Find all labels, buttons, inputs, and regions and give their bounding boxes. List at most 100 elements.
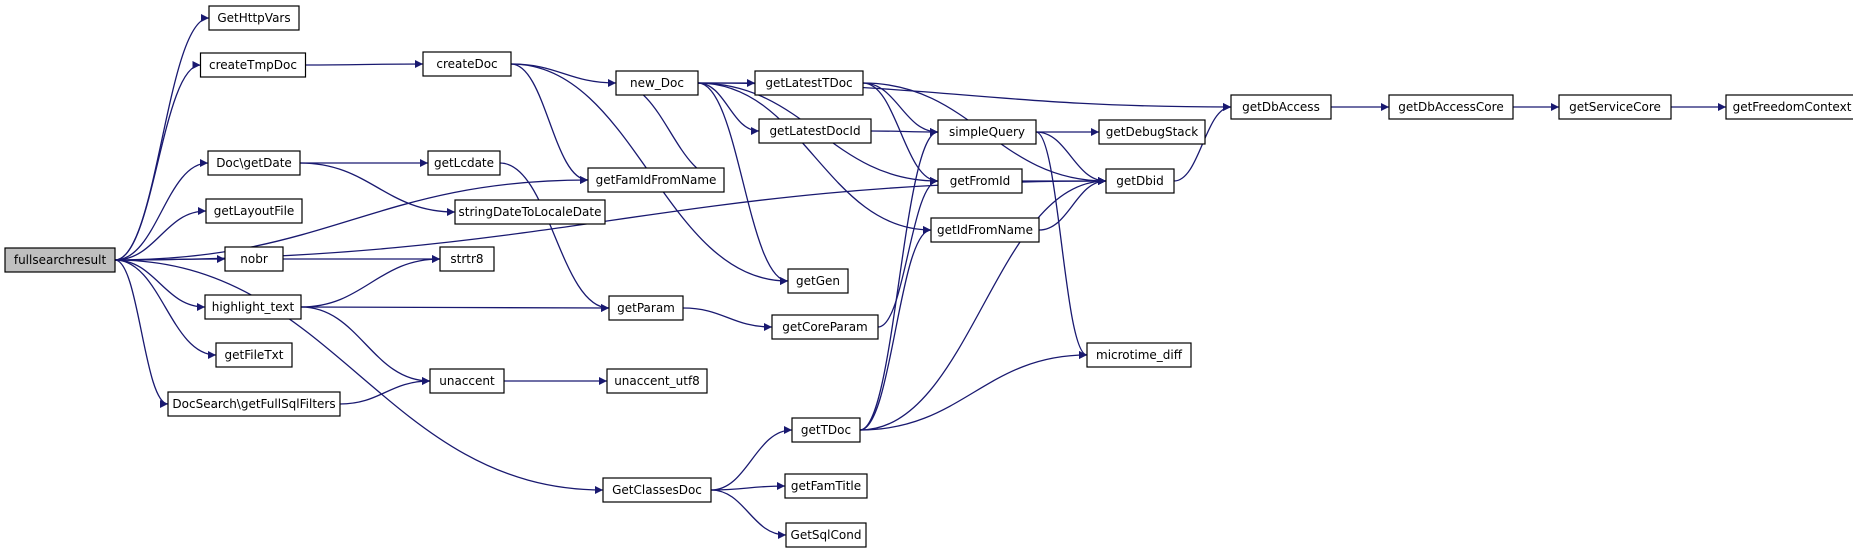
node-getfamidfromname[interactable]: getFamIdFromName bbox=[587, 167, 725, 193]
node-box bbox=[429, 368, 505, 394]
node-label: Doc\getDate bbox=[216, 156, 292, 170]
node-label: strtr8 bbox=[450, 252, 483, 266]
node-label: getLcdate bbox=[434, 156, 494, 170]
node-getlatestdocid[interactable]: getLatestDocId bbox=[758, 118, 872, 144]
node-strtr8[interactable]: strtr8 bbox=[439, 246, 495, 272]
nodes-layer: fullsearchresult GetHttpVars createTmpDoc c… bbox=[4, 5, 1853, 548]
node-gethttpvars[interactable]: GetHttpVars bbox=[208, 5, 300, 31]
edge-getclassesdoc-to-gettdoc bbox=[710, 426, 793, 491]
node-doc-getdate[interactable]: Doc\getDate bbox=[207, 150, 301, 176]
node-box bbox=[608, 295, 684, 321]
node-docsearch-getfullsqlfilters[interactable]: DocSearch\getFullSqlFilters bbox=[167, 391, 341, 417]
node-label: GetHttpVars bbox=[217, 11, 290, 25]
node-unaccent-utf8[interactable]: unaccent_utf8 bbox=[606, 368, 708, 394]
node-box bbox=[1725, 94, 1853, 120]
node-getidfromname[interactable]: getIdFromName bbox=[930, 217, 1040, 243]
edge-gettdoc-to-simplequery bbox=[859, 128, 939, 431]
node-getdbaccesscore[interactable]: getDbAccessCore bbox=[1388, 94, 1514, 120]
node-box bbox=[167, 391, 341, 417]
node-label: getServiceCore bbox=[1569, 100, 1661, 114]
node-label: new_Doc bbox=[630, 76, 684, 90]
node-box bbox=[602, 477, 712, 503]
node-highlight-text[interactable]: highlight_text bbox=[204, 294, 302, 320]
edge-doc-getdate-to-stringdatetolocaledate bbox=[299, 162, 456, 216]
node-label: getTDoc bbox=[801, 423, 851, 437]
edge-getcoreparam-to-getfromid bbox=[877, 177, 939, 328]
node-box bbox=[208, 5, 300, 31]
node-getcoreparam[interactable]: getCoreParam bbox=[771, 314, 879, 340]
edge-fullsearchresult-to-doc-getdate bbox=[114, 159, 209, 261]
node-box bbox=[930, 217, 1040, 243]
node-label: getIdFromName bbox=[937, 223, 1033, 237]
node-label: getParam bbox=[617, 301, 675, 315]
node-getlayoutfile[interactable]: getLayoutFile bbox=[205, 198, 303, 224]
node-box bbox=[199, 52, 307, 78]
node-getsqlcond[interactable]: GetSqlCond bbox=[785, 522, 867, 548]
node-box bbox=[4, 247, 116, 273]
edge-getlcdate-to-getparam bbox=[499, 162, 610, 312]
node-box bbox=[754, 70, 864, 96]
edge-getlatesttdoc-to-simplequery bbox=[862, 82, 939, 136]
node-label: getFamIdFromName bbox=[596, 173, 717, 187]
node-getservicecore[interactable]: getServiceCore bbox=[1558, 94, 1672, 120]
node-label: getFreedomContext bbox=[1733, 100, 1852, 114]
node-getdbid[interactable]: getDbid bbox=[1105, 168, 1175, 194]
node-box bbox=[1388, 94, 1514, 120]
node-box bbox=[422, 51, 512, 77]
node-box bbox=[606, 368, 708, 394]
node-fullsearchresult[interactable]: fullsearchresult bbox=[4, 247, 116, 273]
node-label: getLayoutFile bbox=[214, 204, 295, 218]
node-box bbox=[1105, 168, 1175, 194]
node-getgen[interactable]: getGen bbox=[787, 268, 849, 294]
node-getfamtitle[interactable]: getFamTitle bbox=[784, 473, 868, 499]
node-label: getDbAccess bbox=[1242, 100, 1320, 114]
node-unaccent[interactable]: unaccent bbox=[429, 368, 505, 394]
node-box bbox=[937, 119, 1037, 145]
node-box bbox=[205, 198, 303, 224]
node-simplequery[interactable]: simpleQuery bbox=[937, 119, 1037, 145]
node-microtime-diff[interactable]: microtime_diff bbox=[1086, 342, 1192, 368]
node-new-doc[interactable]: new_Doc bbox=[615, 70, 699, 96]
node-getfiletxt[interactable]: getFileTxt bbox=[215, 342, 293, 368]
node-getlatesttdoc[interactable]: getLatestTDoc bbox=[754, 70, 864, 96]
node-box bbox=[1098, 119, 1206, 145]
node-getlcdate[interactable]: getLcdate bbox=[427, 150, 501, 176]
edge-highlight-text-to-getparam bbox=[300, 303, 610, 312]
node-nobr[interactable]: nobr bbox=[224, 246, 284, 272]
node-getfreedomcontext[interactable]: getFreedomContext bbox=[1725, 94, 1853, 120]
edge-gettdoc-to-getidfromname bbox=[859, 226, 932, 431]
node-label: GetClassesDoc bbox=[612, 483, 702, 497]
node-createdoc[interactable]: createDoc bbox=[422, 51, 512, 77]
node-getparam[interactable]: getParam bbox=[608, 295, 684, 321]
node-getfromid[interactable]: getFromId bbox=[937, 168, 1023, 194]
node-label: fullsearchresult bbox=[14, 253, 107, 267]
edge-gettdoc-to-microtime-diff bbox=[859, 351, 1088, 431]
edge-docsearch-getfullsqlfilters-to-unaccent bbox=[339, 377, 431, 405]
edge-new-doc-to-getlatestdocid bbox=[697, 82, 760, 135]
edge-highlight-text-to-unaccent bbox=[300, 306, 431, 385]
node-label: getDbid bbox=[1116, 174, 1164, 188]
node-label: getFileTxt bbox=[225, 348, 284, 362]
node-box bbox=[937, 168, 1023, 194]
node-label: nobr bbox=[240, 252, 268, 266]
node-box bbox=[454, 199, 606, 225]
node-label: unaccent_utf8 bbox=[614, 374, 700, 388]
node-box bbox=[1086, 342, 1192, 368]
node-getdbaccess[interactable]: getDbAccess bbox=[1230, 94, 1332, 120]
edge-new-doc-to-getgen bbox=[697, 82, 789, 285]
node-box bbox=[215, 342, 293, 368]
node-getclassesdoc[interactable]: GetClassesDoc bbox=[602, 477, 712, 503]
edge-fullsearchresult-to-createtmpdoc bbox=[114, 61, 201, 261]
node-box bbox=[785, 522, 867, 548]
node-stringdatetolocaledate[interactable]: stringDateToLocaleDate bbox=[454, 199, 606, 225]
edge-getlatestdocid-to-simplequery bbox=[870, 127, 939, 136]
node-box bbox=[1558, 94, 1672, 120]
node-gettdoc[interactable]: getTDoc bbox=[791, 417, 861, 443]
node-box bbox=[784, 473, 868, 499]
edge-getparam-to-getcoreparam bbox=[682, 307, 773, 331]
node-box bbox=[427, 150, 501, 176]
node-label: microtime_diff bbox=[1096, 348, 1183, 362]
node-getdebugstack[interactable]: getDebugStack bbox=[1098, 119, 1206, 145]
node-createtmpdoc[interactable]: createTmpDoc bbox=[199, 52, 307, 78]
node-box bbox=[224, 246, 284, 272]
